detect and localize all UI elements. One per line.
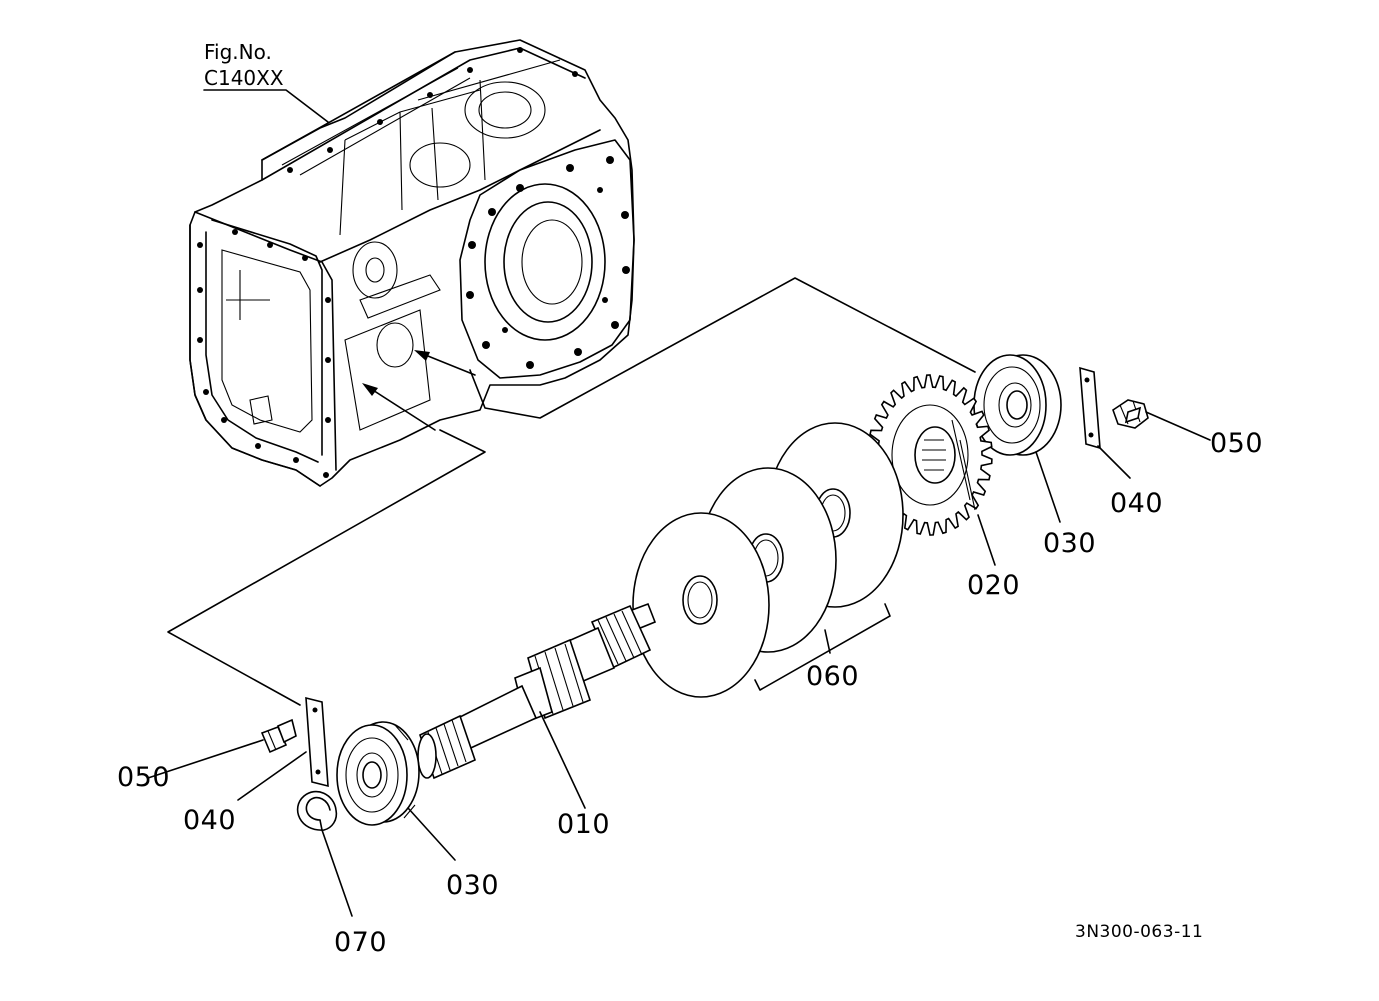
figure-number: C140XX — [204, 66, 284, 90]
discs-060 — [632, 422, 904, 698]
transmission-case — [189, 39, 635, 487]
shaft-010 — [417, 602, 657, 780]
callout-070: 070 — [334, 927, 388, 958]
callout-050-lower: 050 — [117, 762, 171, 793]
bearing-030-lower — [336, 721, 420, 826]
lock-plate-040-lower — [305, 696, 329, 788]
bearing-030-upper — [973, 354, 1062, 456]
callout-leaders — [147, 89, 1211, 917]
lock-plate-040-upper — [1079, 366, 1101, 450]
callout-040-lower: 040 — [183, 805, 237, 836]
snap-ring-070 — [296, 790, 338, 831]
callout-030-lower: 030 — [446, 870, 500, 901]
figure-label: Fig.No. — [204, 40, 272, 64]
bolt-050-lower — [260, 718, 297, 754]
callout-030-upper: 030 — [1043, 528, 1097, 559]
callout-050-upper: 050 — [1210, 428, 1264, 459]
callout-060: 060 — [806, 661, 860, 692]
assembly-leader-lines — [167, 277, 976, 706]
bolt-050-upper — [1112, 399, 1149, 429]
callout-020: 020 — [967, 570, 1021, 601]
drawing-code: 3N300-063-11 — [1075, 922, 1204, 942]
callout-010: 010 — [557, 809, 611, 840]
callout-040-upper: 040 — [1110, 488, 1164, 519]
